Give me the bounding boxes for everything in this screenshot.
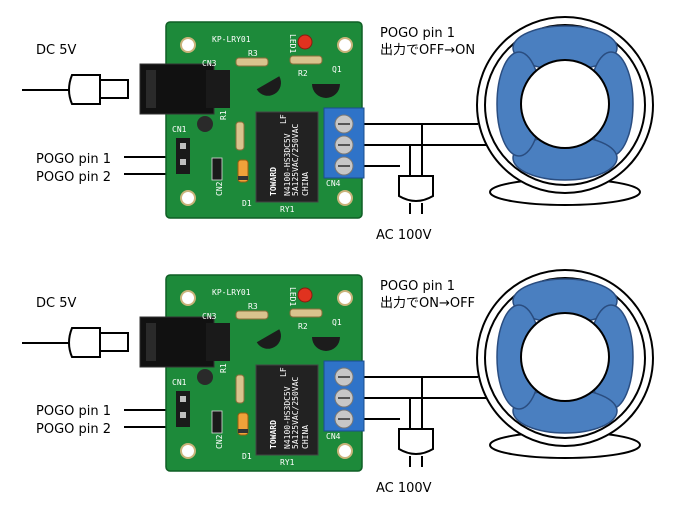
dc-5v-label: DC 5V <box>36 296 77 311</box>
pogo-pin2-label: POGO pin 2 <box>36 422 112 437</box>
relay-model: N4100-HS3DC5V <box>283 133 292 196</box>
pogo-action-label: 出力でOFF→ON <box>380 43 476 58</box>
pcb-labels-bottom: KP-LRY01 LED1 CN3 R3 R2 Q1 R1 CN1 CN2 D1… <box>172 287 342 467</box>
r1-label: R1 <box>219 110 228 120</box>
board-name: KP-LRY01 <box>212 35 251 44</box>
led-label: LED1 <box>288 34 297 53</box>
relay-brand: TOWARD <box>269 420 278 449</box>
pogo-pin1-label: POGO pin 1 <box>36 404 112 419</box>
d1-label: D1 <box>242 452 252 461</box>
relay-lf: LF <box>279 114 288 124</box>
r2-label: R2 <box>298 322 308 331</box>
pogo-title-label: POGO pin 1 <box>380 26 456 41</box>
pogo-title-label: POGO pin 1 <box>380 279 456 294</box>
cn3-label: CN3 <box>202 312 217 321</box>
pogo-action-label: 出力でON→OFF <box>380 296 476 311</box>
cn2-label: CN2 <box>215 434 224 449</box>
relay-brand: TOWARD <box>269 167 278 196</box>
q1-label: Q1 <box>332 318 342 327</box>
q1-label: Q1 <box>332 65 342 74</box>
ac-100v-label: AC 100V <box>376 481 432 496</box>
cn2-label: CN2 <box>215 181 224 196</box>
relay-rating: 5A125VAC/250VAC <box>291 377 300 449</box>
relay-origin: CHINA <box>301 172 310 196</box>
pogo-pin2-label: POGO pin 2 <box>36 170 112 185</box>
fan-illustration <box>476 269 654 459</box>
relay-model: N4100-HS3DC5V <box>283 386 292 449</box>
ry1-label: RY1 <box>280 205 295 214</box>
fan-illustration <box>476 16 654 206</box>
relay-lf: LF <box>279 367 288 377</box>
pogo-pin1-label: POGO pin 1 <box>36 152 112 167</box>
ac-100v-label: AC 100V <box>376 228 432 243</box>
relay-origin: CHINA <box>301 425 310 449</box>
r2-label: R2 <box>298 69 308 78</box>
cn4-label: CN4 <box>326 179 341 188</box>
cn4-label: CN4 <box>326 432 341 441</box>
board-name: KP-LRY01 <box>212 288 251 297</box>
cn1-label: CN1 <box>172 378 187 387</box>
r3-label: R3 <box>248 302 258 311</box>
led-label: LED1 <box>288 287 297 306</box>
d1-label: D1 <box>242 199 252 208</box>
relay-rating: 5A125VAC/250VAC <box>291 124 300 196</box>
r1-label: R1 <box>219 363 228 373</box>
r3-label: R3 <box>248 49 258 58</box>
pcb-labels-top: KP-LRY01 LED1 CN3 R3 R2 Q1 R1 CN1 CN2 D1… <box>172 34 342 214</box>
ry1-label: RY1 <box>280 458 295 467</box>
cn3-label: CN3 <box>202 59 217 68</box>
dc-5v-label: DC 5V <box>36 43 77 58</box>
cn1-label: CN1 <box>172 125 187 134</box>
